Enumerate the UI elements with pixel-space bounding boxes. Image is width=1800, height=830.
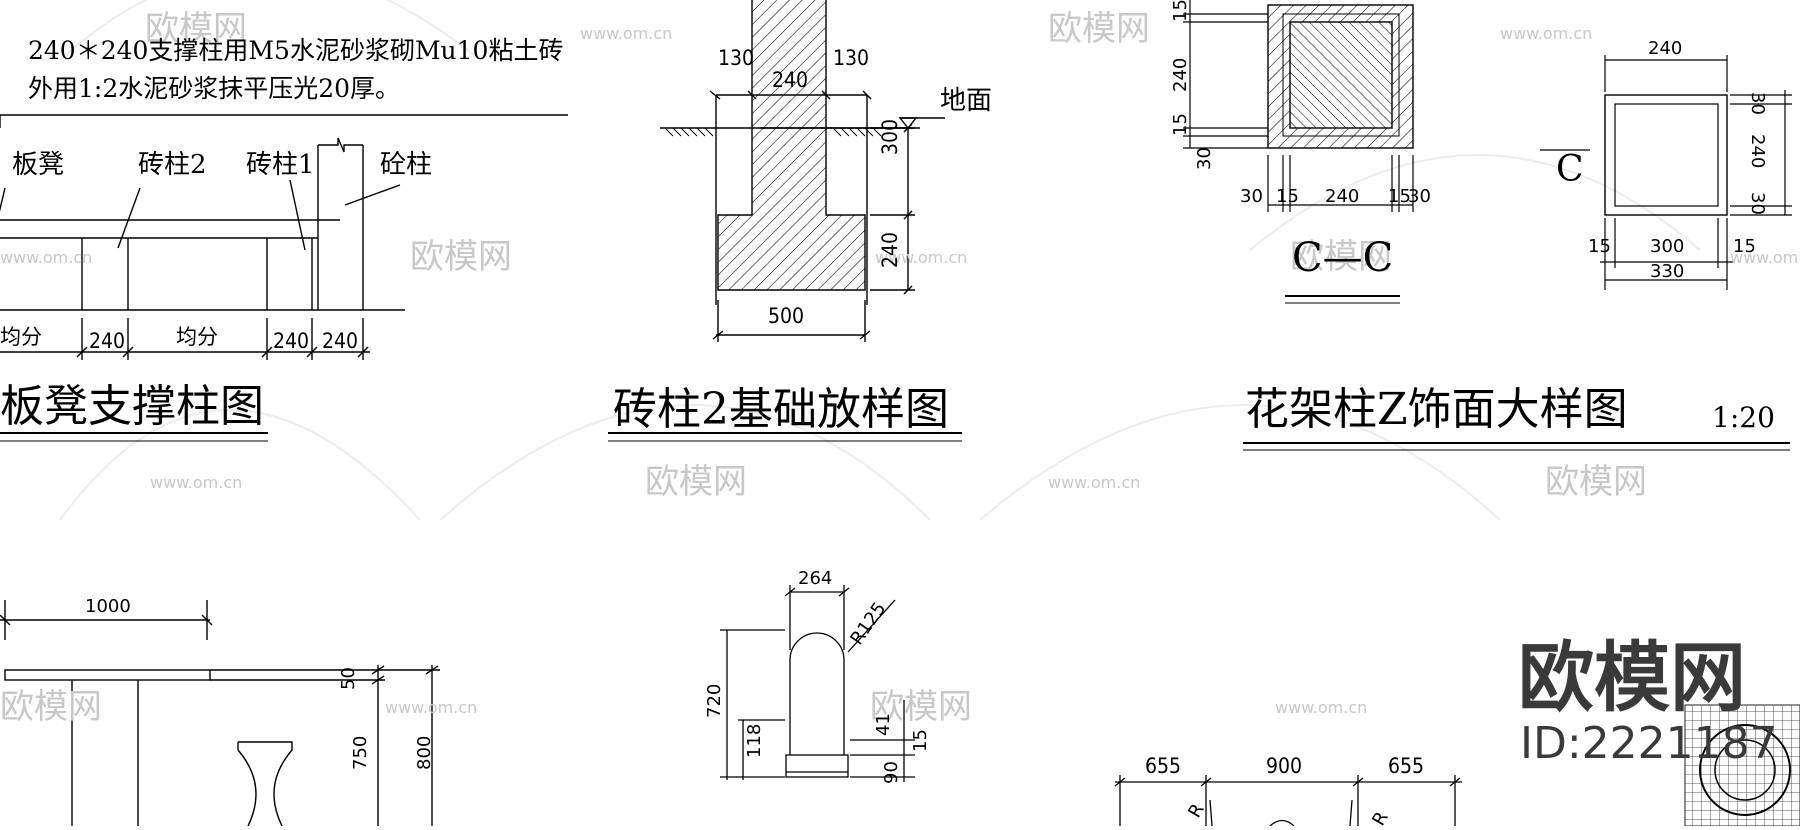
dim-750: 750 bbox=[350, 735, 371, 770]
dim-1000: 1000 bbox=[85, 596, 131, 617]
dim-118: 118 bbox=[744, 723, 765, 758]
watermark-brand: 欧模网 bbox=[410, 237, 512, 277]
grid-thumbnail bbox=[1684, 704, 1800, 826]
cut-mark: C bbox=[1556, 149, 1584, 190]
watermark-brand: 欧模网 bbox=[145, 9, 247, 49]
dim-240: 240 bbox=[878, 231, 902, 268]
drawing-scale: 1:20 bbox=[1712, 401, 1775, 434]
dim-264: 264 bbox=[798, 568, 833, 589]
watermark-url: www.om.cn bbox=[1048, 473, 1141, 492]
label-ground: 地面 bbox=[940, 86, 993, 116]
section-label: C—C bbox=[1292, 235, 1394, 281]
dim-130: 130 bbox=[718, 46, 755, 70]
dim-even-left: 均分 bbox=[0, 325, 42, 349]
dim-655: 655 bbox=[1145, 754, 1182, 778]
dim-30: 30 bbox=[1240, 186, 1263, 207]
label-bench: 板凳 bbox=[12, 150, 65, 180]
dim-330: 330 bbox=[1650, 261, 1685, 282]
construction-note-line2: 外用1:2水泥砂浆抹平压光20厚。 bbox=[28, 74, 401, 103]
table-elevation bbox=[0, 600, 440, 826]
brand-name: 欧模网 bbox=[1518, 633, 1746, 722]
dim-15: 15 bbox=[910, 729, 931, 752]
dim-30: 30 bbox=[1747, 92, 1768, 115]
dim-even-mid: 均分 bbox=[176, 325, 218, 349]
dim-15: 15 bbox=[1170, 113, 1191, 136]
dim-240: 240 bbox=[772, 68, 809, 92]
watermark-url: www.om.cn bbox=[875, 248, 968, 267]
planter-plan bbox=[1114, 775, 1462, 826]
dim-90: 90 bbox=[881, 761, 902, 784]
dim-15: 15 bbox=[1733, 236, 1756, 257]
dim-900: 900 bbox=[1266, 754, 1303, 778]
dim-240: 240 bbox=[273, 329, 310, 353]
watermark-url: www.om.cn bbox=[0, 248, 93, 267]
drawing-title: 砖柱2基础放样图 bbox=[613, 384, 949, 435]
watermark-brand: 欧模网 bbox=[870, 687, 972, 727]
dim-30: 30 bbox=[1747, 192, 1768, 215]
brand-id: ID:2221187 bbox=[1520, 718, 1778, 769]
dim-30: 30 bbox=[1408, 186, 1431, 207]
drawing-title: 花架柱Z饰面大样图 bbox=[1245, 384, 1628, 435]
dim-240: 240 bbox=[1648, 38, 1683, 59]
dim-15: 15 bbox=[1170, 0, 1191, 22]
dim-30: 30 bbox=[1194, 147, 1215, 170]
arched-post bbox=[720, 585, 915, 782]
dim-720: 720 bbox=[704, 683, 725, 718]
dim-240: 240 bbox=[1325, 186, 1360, 207]
watermark-url: www.om.cn bbox=[1730, 248, 1800, 267]
bench-elevation bbox=[0, 114, 568, 442]
dim-15: 15 bbox=[1588, 236, 1611, 257]
dim-500: 500 bbox=[768, 304, 805, 328]
drawing-title: 板凳支撑柱图 bbox=[0, 381, 264, 432]
watermark-brand: 欧模网 bbox=[1290, 237, 1392, 277]
dim-300: 300 bbox=[1650, 236, 1685, 257]
dim-240: 240 bbox=[89, 329, 126, 353]
label-brick-column-1: 砖柱1 bbox=[246, 150, 315, 180]
label-brick-column-2: 砖柱2 bbox=[138, 150, 207, 180]
watermark-url: www.om.cn bbox=[1275, 698, 1368, 717]
watermark-brand: 欧模网 bbox=[645, 462, 747, 502]
construction-note-line1: 240＊240支撑柱用M5水泥砂浆砌Mu10粘土砖 bbox=[28, 36, 564, 65]
dim-800: 800 bbox=[414, 735, 435, 770]
dim-240: 240 bbox=[322, 329, 359, 353]
finish-section-cc bbox=[1183, 0, 1414, 304]
watermark-url: www.om.cn bbox=[1500, 24, 1593, 43]
dim-240: 240 bbox=[1170, 57, 1191, 92]
finish-plan bbox=[1243, 55, 1792, 451]
label-concrete-column: 砼柱 bbox=[380, 150, 433, 180]
dim-15: 15 bbox=[1276, 186, 1299, 207]
watermark-brand: 欧模网 bbox=[0, 687, 102, 727]
dim-655: 655 bbox=[1388, 754, 1425, 778]
watermark-url: www.om.cn bbox=[150, 473, 243, 492]
watermark-url: www.om.cn bbox=[580, 24, 673, 43]
dim-240: 240 bbox=[1747, 134, 1768, 169]
dim-41: 41 bbox=[873, 713, 894, 736]
dim-300: 300 bbox=[878, 118, 902, 155]
watermark-brand: 欧模网 bbox=[1545, 462, 1647, 502]
dim-130: 130 bbox=[833, 46, 870, 70]
dim-50: 50 bbox=[338, 667, 359, 690]
watermark-url: www.om.cn bbox=[385, 698, 478, 717]
foundation-section bbox=[608, 0, 962, 442]
watermark-brand: 欧模网 bbox=[1048, 9, 1150, 49]
dim-15: 15 bbox=[1388, 186, 1411, 207]
